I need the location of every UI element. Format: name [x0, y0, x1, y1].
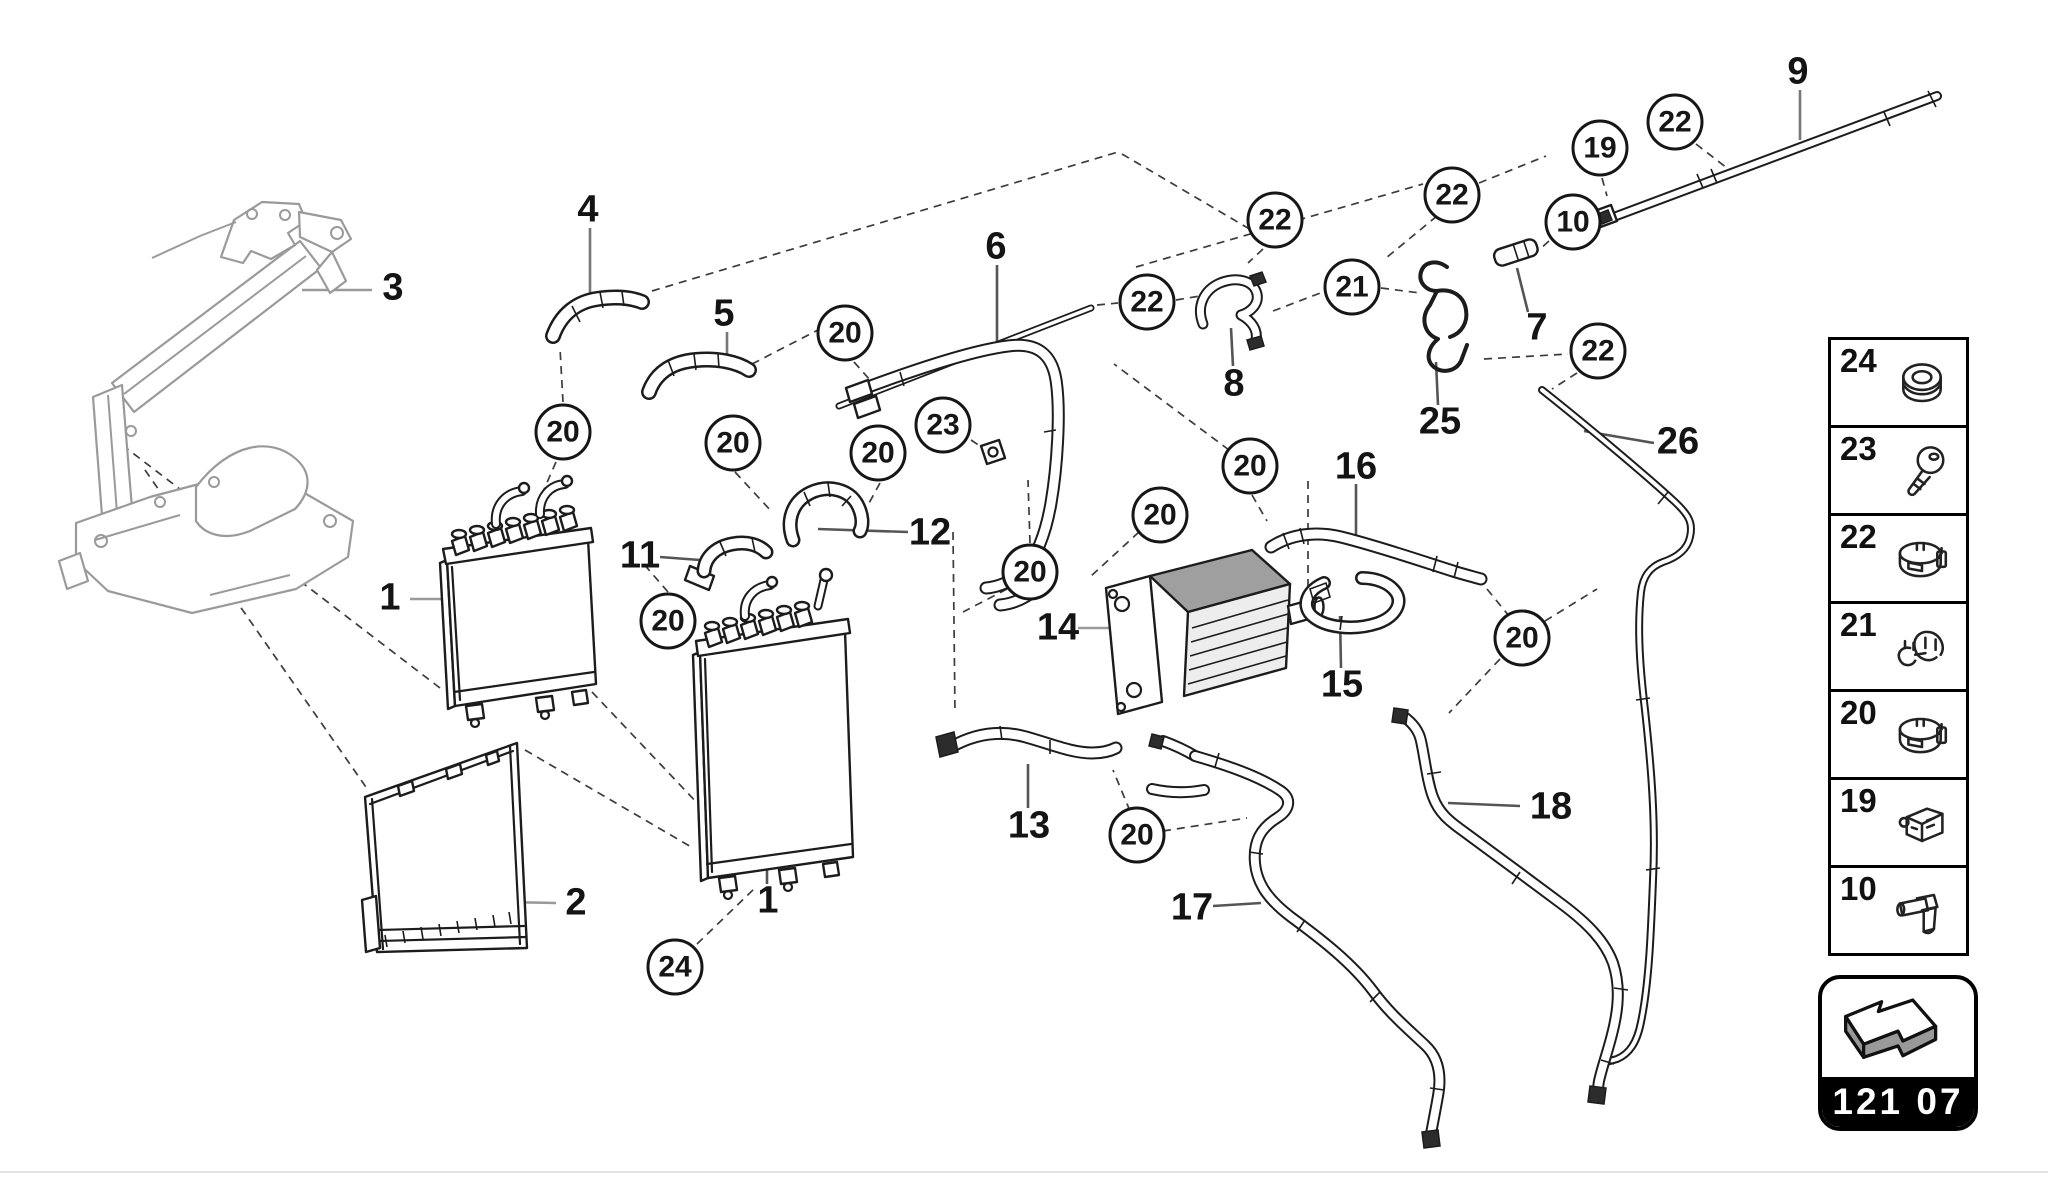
retaining-clip-25	[1418, 260, 1469, 373]
callout-circle-20: 20	[704, 414, 762, 472]
screw-icon	[1882, 438, 1962, 506]
callout-circle-20: 20	[1001, 543, 1059, 601]
direction-arrow-icon	[1825, 987, 1971, 1077]
callout-circle-22: 22	[1246, 191, 1304, 249]
callout-circle-20: 20	[639, 592, 697, 650]
page-edge-line	[0, 1171, 2048, 1173]
callout-circle-19: 19	[1571, 119, 1629, 177]
callout-circle-20: 20	[1131, 486, 1189, 544]
leader-line-11	[659, 555, 701, 562]
part-label-14: 14	[1036, 606, 1080, 649]
page-code-box: 121 07	[1818, 975, 1978, 1131]
part-label-15: 15	[1320, 663, 1364, 706]
part-label-2: 2	[565, 881, 587, 924]
radiator-front	[438, 474, 598, 729]
callout-circle-20: 20	[816, 304, 874, 362]
parts-legend-sidebar: 24 23 22 21 20 19 10	[1828, 337, 1969, 956]
part-label-16: 16	[1334, 445, 1378, 488]
part-label-25: 25	[1418, 400, 1462, 443]
callout-circle-22: 22	[1118, 273, 1176, 331]
callout-circle-20: 20	[534, 403, 592, 461]
part-label-8: 8	[1223, 362, 1245, 405]
connector-icon	[1882, 790, 1962, 858]
retaining-clip-icon	[1882, 614, 1962, 682]
part-label-1: 1	[379, 576, 401, 619]
callout-circle-21: 21	[1323, 258, 1381, 316]
leader-line-17	[1212, 901, 1262, 908]
legend-number: 24	[1840, 342, 1877, 379]
coolant-hose-4	[545, 289, 650, 344]
coolant-pipe-9	[1587, 90, 1942, 231]
legend-number: 20	[1840, 694, 1877, 731]
legend-item-20: 20	[1831, 692, 1966, 780]
page-code: 121 07	[1822, 1077, 1974, 1127]
legend-item-24: 24	[1831, 340, 1966, 428]
part-label-1: 1	[757, 879, 779, 922]
part-label-26: 26	[1656, 420, 1700, 463]
sealing-plug-icon	[1882, 350, 1962, 418]
t-connector-icon	[1882, 878, 1962, 946]
coolant-hose-18	[1391, 707, 1629, 1105]
part-label-9: 9	[1787, 50, 1809, 93]
callout-circle-22: 22	[1646, 93, 1704, 151]
callout-circle-23: 23	[914, 396, 972, 454]
legend-number: 23	[1840, 430, 1877, 467]
part-label-6: 6	[985, 225, 1007, 268]
part-label-11: 11	[619, 534, 661, 577]
condenser-panel	[360, 741, 529, 954]
part-label-18: 18	[1529, 785, 1573, 828]
callout-circle-10: 10	[1544, 193, 1602, 251]
part-label-5: 5	[713, 292, 735, 335]
coolant-hose-12	[782, 481, 870, 548]
coolant-hose-17	[1146, 733, 1446, 1149]
callout-circle-20: 20	[849, 424, 907, 482]
callout-circle-22: 22	[1423, 166, 1481, 224]
coolant-hose-16	[1264, 527, 1488, 586]
coolant-hose-13	[935, 725, 1123, 760]
coolant-hose-11	[683, 535, 774, 592]
part-label-17: 17	[1170, 886, 1214, 929]
leader-line-8	[1229, 327, 1235, 367]
callout-circle-24: 24	[646, 938, 704, 996]
coolant-hose-8	[1194, 271, 1267, 351]
part-label-3: 3	[382, 266, 404, 309]
legend-number: 21	[1840, 606, 1877, 643]
legend-number: 10	[1840, 870, 1877, 907]
leader-line-18	[1447, 801, 1521, 808]
leader-line-7	[1515, 267, 1530, 313]
hose-clamp-icon	[1882, 526, 1962, 594]
oil-cooler	[1104, 548, 1325, 716]
hose-clamp-icon	[1882, 702, 1962, 770]
front-frame-bracket	[57, 200, 355, 615]
part-label-7: 7	[1526, 306, 1548, 349]
coolant-hose-15	[1299, 571, 1406, 635]
callout-circle-22: 22	[1569, 322, 1627, 380]
callout-circle-20: 20	[1108, 806, 1166, 864]
legend-number: 22	[1840, 518, 1877, 555]
callout-circle-20: 20	[1221, 437, 1279, 495]
fitting-7	[1492, 238, 1539, 267]
legend-item-22: 22	[1831, 516, 1966, 604]
coolant-pipe-26	[1538, 386, 1696, 1067]
part-label-13: 13	[1007, 804, 1051, 847]
legend-item-19: 19	[1831, 780, 1966, 868]
legend-item-23: 23	[1831, 428, 1966, 516]
legend-item-21: 21	[1831, 604, 1966, 692]
radiator-rear	[691, 567, 855, 901]
coolant-hose-5	[641, 351, 757, 400]
dashed-reference-lines	[99, 143, 1728, 945]
legend-number: 19	[1840, 782, 1877, 819]
radiator-front-fittings	[450, 474, 579, 557]
part-label-12: 12	[908, 511, 952, 554]
radiator-rear-fittings	[703, 567, 834, 649]
part-label-4: 4	[577, 188, 599, 231]
callout-circle-20: 20	[1493, 609, 1551, 667]
legend-item-10: 10	[1831, 868, 1966, 953]
